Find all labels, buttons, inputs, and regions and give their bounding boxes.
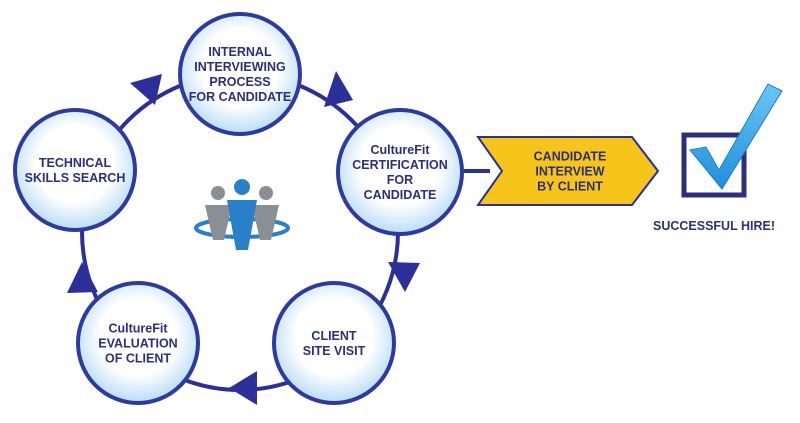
arrow-right bbox=[388, 262, 420, 292]
label-line: FOR bbox=[387, 173, 413, 187]
label-line: BY CLIENT bbox=[537, 180, 603, 194]
arrow-top-right bbox=[324, 71, 353, 107]
label-line: PROCESS bbox=[209, 75, 270, 89]
label-line: CultureFit bbox=[370, 143, 430, 157]
check-icon bbox=[681, 83, 783, 198]
label-line: INTERVIEW bbox=[535, 165, 604, 179]
label-line: INTERVIEWING bbox=[194, 60, 285, 74]
arrow-left bbox=[67, 262, 98, 293]
label-line: CANDIDATE bbox=[534, 150, 607, 164]
label-line: SKILLS SEARCH bbox=[25, 171, 126, 185]
culturefit-logo-icon bbox=[194, 179, 290, 250]
arrow-bottom bbox=[229, 371, 257, 405]
label-line: SITE VISIT bbox=[303, 344, 366, 358]
label-line: EVALUATION bbox=[98, 337, 177, 351]
arrow-top-left bbox=[130, 74, 162, 105]
label-line: INTERNAL bbox=[208, 45, 272, 59]
label-line: CultureFit bbox=[108, 322, 168, 336]
label-line: CERTIFICATION bbox=[352, 158, 448, 172]
label-line: FOR CANDIDATE bbox=[189, 90, 292, 104]
label-line: TECHNICAL bbox=[39, 156, 112, 170]
label-line: OF CLIENT bbox=[105, 352, 171, 366]
label-line: CLIENT bbox=[311, 329, 357, 343]
label-line: CANDIDATE bbox=[364, 188, 437, 202]
successful-hire-label: SUCCESSFUL HIRE! bbox=[653, 219, 775, 233]
